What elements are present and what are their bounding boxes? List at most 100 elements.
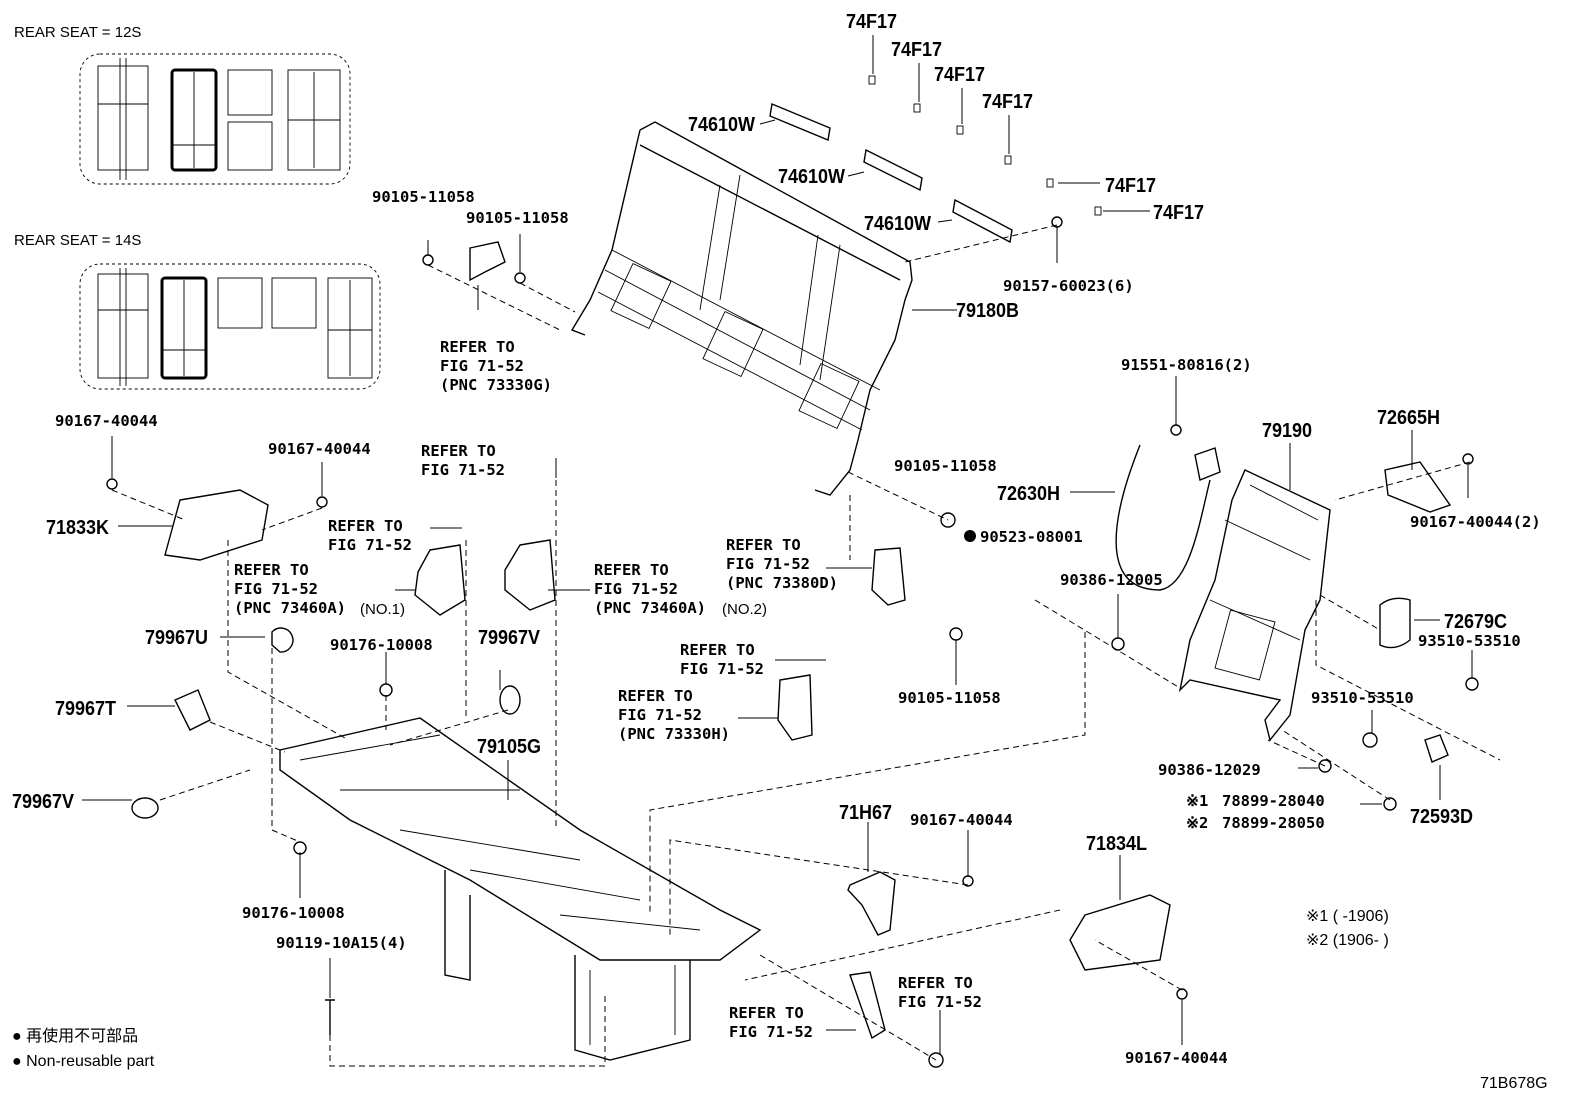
cap-79967v-1	[499, 685, 521, 715]
belt-73330h	[777, 674, 813, 741]
label-72679c: 72679C	[1444, 611, 1507, 633]
label-90105-3: 90105-11058	[894, 457, 997, 475]
label-71833k: 71833K	[46, 517, 109, 539]
label-90386-2: 90386-12029	[1158, 761, 1261, 779]
label-90119: 90119-10A15(4)	[276, 934, 407, 952]
cover-71833k	[164, 489, 269, 561]
label-72665h: 72665H	[1377, 407, 1440, 429]
seatback-frame-79180b	[570, 121, 913, 496]
refer-73330h: REFER TO FIG 71-52 (PNC 73330H)	[618, 687, 730, 743]
refer-73380d: REFER TO FIG 71-52 (PNC 73380D)	[726, 536, 838, 592]
label-91551: 91551-80816(2)	[1121, 356, 1252, 374]
label-74f17-6: 74F17	[1153, 202, 1204, 224]
cover-72665h	[1384, 461, 1452, 513]
legend-japanese: ● 再使用不可部品	[12, 1027, 138, 1045]
handle-74610w-1	[769, 103, 831, 141]
date-note-1: ※1 ( -1906)	[1306, 908, 1389, 925]
latch-73330g	[469, 241, 506, 282]
refer-fig-upper: REFER TO FIG 71-52	[421, 442, 505, 479]
label-90105-4: 90105-11058	[898, 689, 1001, 707]
label-90523: 90523-08001	[980, 528, 1083, 546]
buckle-lower	[849, 971, 886, 1040]
label-78899-2: 78899-28050	[1222, 814, 1325, 832]
refer-notes: REFER TO FIG 71-52 (PNC 73330G) REFER TO…	[234, 338, 982, 1041]
label-90167-2: 90167-40044	[268, 440, 371, 458]
label-90157: 90157-60023(6)	[1003, 277, 1134, 295]
refer-fig-lower-right: REFER TO FIG 71-52	[898, 974, 982, 1011]
label-93510-2: 93510-53510	[1311, 689, 1414, 707]
label-74f17-3: 74F17	[934, 64, 985, 86]
refer-fig-lower-left: REFER TO FIG 71-52	[729, 1004, 813, 1041]
label-79967t: 79967T	[55, 698, 116, 720]
variant-12s: REAR SEAT = 12S	[14, 24, 351, 185]
svg-text:REFER TO FIG 71-52: REFER TO FIG 71-52 (PNC 73460A)	[234, 561, 346, 617]
refer-73460a-tag-no1: (NO.1)	[360, 601, 405, 618]
label-93510-1: 93510-53510	[1418, 632, 1521, 650]
label-71h67: 71H67	[839, 802, 892, 824]
label-79967v-1: 79967V	[478, 627, 540, 649]
cap-79967u	[271, 627, 294, 653]
label-90167-5: 90167-40044(2)	[1410, 513, 1541, 531]
label-79967u: 79967U	[145, 627, 208, 649]
cover-71834l	[1069, 894, 1171, 971]
label-90167-3: 90167-40044	[910, 811, 1013, 829]
part-labels: 74F17 74F17 74F17 74F17 74F17 74F17 7461…	[12, 11, 1541, 1067]
fold-frame-79190	[1178, 469, 1331, 742]
date-note-2: ※2 (1906- )	[1306, 932, 1389, 949]
belt-73460a-1	[414, 544, 466, 616]
bracket-71h67	[847, 871, 896, 936]
label-90176-1: 90176-10008	[330, 636, 433, 654]
label-79180b: 79180B	[956, 300, 1019, 322]
cable-72630h	[1115, 444, 1211, 591]
label-90105-1: 90105-11058	[372, 188, 475, 206]
label-72630h: 72630H	[997, 483, 1060, 505]
belt-73380d	[871, 547, 906, 606]
label-71834l: 71834L	[1086, 833, 1147, 855]
seat-thumb-14s	[97, 268, 373, 386]
non-reusable-dot	[964, 530, 976, 542]
variant-14s-label: REAR SEAT = 14S	[14, 232, 141, 249]
lock-bracket	[1194, 447, 1221, 481]
label-78899-1: 78899-28040	[1222, 792, 1325, 810]
label-72593d: 72593D	[1410, 806, 1473, 828]
handle-74610w-3	[952, 198, 1013, 244]
label-90176-2: 90176-10008	[242, 904, 345, 922]
label-74610w-3: 74610W	[864, 213, 931, 235]
assembly-lines	[111, 224, 1501, 1067]
label-79190: 79190	[1262, 420, 1312, 442]
label-79105g: 79105G	[477, 736, 541, 758]
belt-73460a-2	[504, 539, 556, 611]
seat-cushion-frame-79105g	[279, 717, 762, 1061]
variant-12s-label: REAR SEAT = 12S	[14, 24, 141, 41]
label-79967v-2: 79967V	[12, 791, 74, 813]
cap-79967t	[174, 689, 211, 731]
diagram-id: 71B678G	[1480, 1075, 1548, 1092]
bracket-72593d	[1424, 734, 1449, 763]
label-74f17-5: 74F17	[1105, 175, 1156, 197]
leader-lines	[82, 35, 1473, 1054]
refer-fig-bolt: REFER TO FIG 71-52	[328, 517, 412, 554]
label-90167-1: 90167-40044	[55, 412, 158, 430]
label-74f17-1: 74F17	[846, 11, 897, 33]
refer-73460a-no1: REFER TO FIG 71-52 (PNC 73460A) (NO.1)	[234, 561, 405, 618]
label-90167-4: 90167-40044	[1125, 1049, 1228, 1067]
label-74610w-1: 74610W	[688, 114, 755, 136]
label-78899-mark1: ※1	[1186, 792, 1208, 810]
label-78899-mark2: ※2	[1186, 814, 1208, 832]
label-90105-2: 90105-11058	[466, 209, 569, 227]
variant-14s: REAR SEAT = 14S	[14, 232, 381, 390]
handle-74610w-2	[863, 148, 923, 192]
refer-73460a-tag-no2: (NO.2)	[722, 601, 767, 618]
seat-thumb-12s	[97, 58, 341, 180]
label-74f17-4: 74F17	[982, 91, 1033, 113]
cap-79967v-2	[131, 797, 159, 819]
refer-73330g: REFER TO FIG 71-52 (PNC 73330G)	[440, 338, 552, 394]
label-90386-1: 90386-12005	[1060, 571, 1163, 589]
svg-text:REFER TO FIG 71-52: REFER TO FIG 71-52 (PNC 73460A)	[594, 561, 706, 617]
label-74f17-2: 74F17	[891, 39, 942, 61]
refer-73460a-no2: REFER TO FIG 71-52 (PNC 73460A) (NO.2)	[594, 561, 767, 618]
legend-english: ● Non-reusable part	[12, 1053, 155, 1070]
label-90523-group: 90523-08001	[964, 528, 1083, 546]
cover-72679c	[1379, 597, 1411, 649]
